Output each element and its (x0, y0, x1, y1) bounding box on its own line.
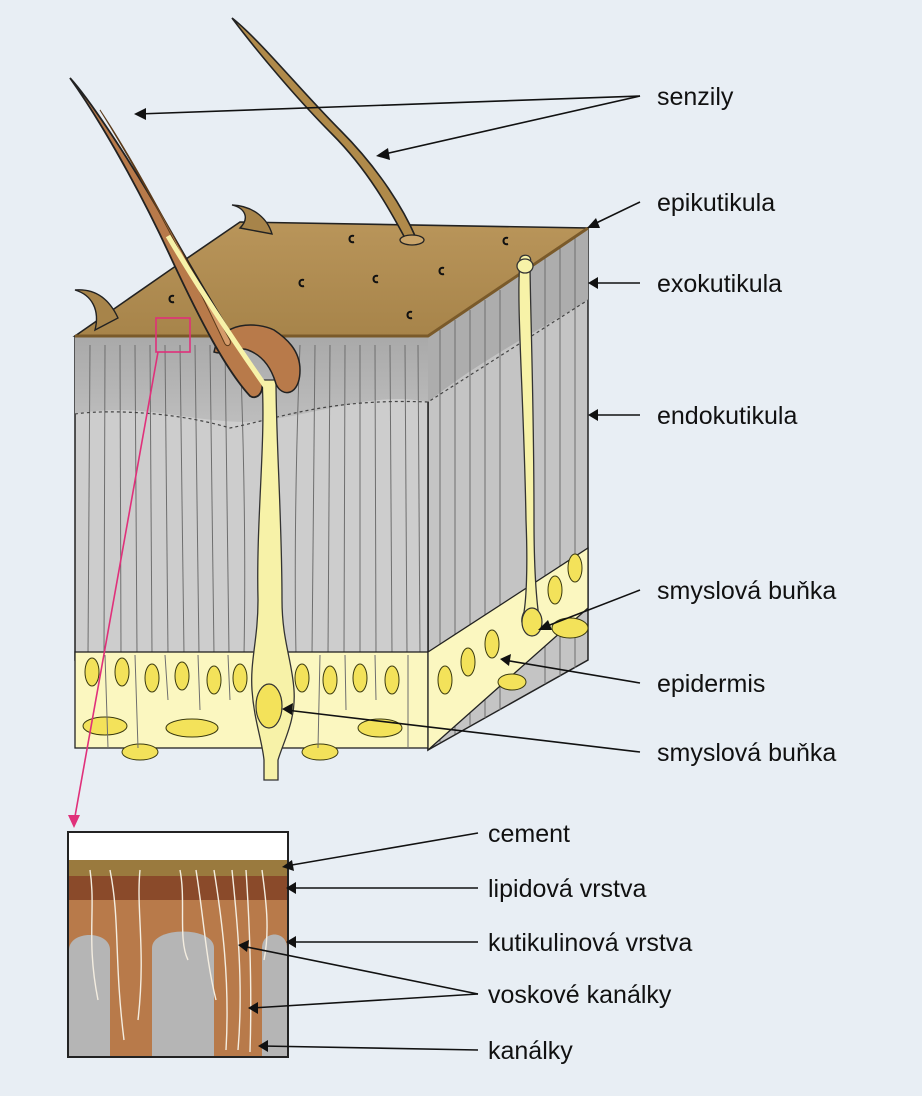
detail-cement-layer (69, 860, 287, 876)
label-epidermis: epidermis (657, 670, 765, 698)
detail-pore-canal-1 (69, 935, 110, 1056)
label-exokutikula: exokutikula (657, 270, 782, 298)
label-kutikulinova-vrstva: kutikulinová vrstva (488, 929, 692, 957)
label-senzily: senzily (657, 83, 734, 111)
detail-connector-arrowhead (68, 815, 80, 828)
main-sensory-cell (256, 684, 282, 728)
label-voskove-kanalky: voskové kanálky (488, 981, 672, 1009)
detail-cement-white (69, 833, 287, 860)
seta-thin (232, 18, 416, 240)
right-dendrite-tip (517, 259, 533, 273)
label-epikutikula: epikutikula (657, 189, 775, 217)
label-lipidova-vrstva: lipidová vrstva (488, 875, 646, 903)
cuticle-block (70, 18, 588, 780)
label-endokutikula: endokutikula (657, 402, 797, 430)
seta-thin-base (400, 235, 424, 245)
label-cement: cement (488, 820, 570, 848)
label-kanalky: kanálky (488, 1037, 573, 1065)
detail-pore-canal-2 (152, 932, 214, 1057)
label-smyslova-bunka-lower: smyslová buňka (657, 739, 836, 767)
right-sensory-cell (522, 608, 542, 636)
label-smyslova-bunka-upper: smyslová buňka (657, 577, 836, 605)
detail-panel (68, 832, 288, 1057)
detail-lipid-layer (69, 876, 287, 900)
